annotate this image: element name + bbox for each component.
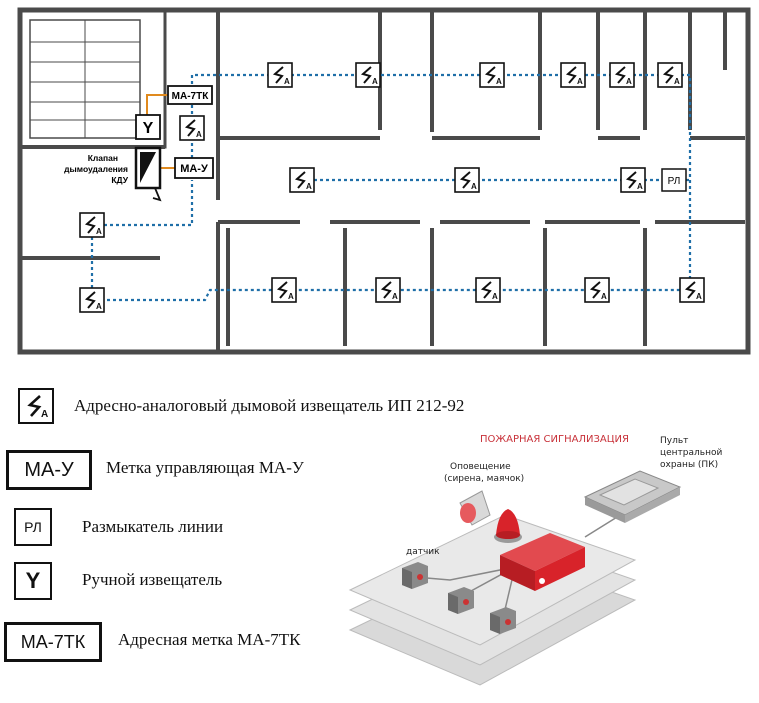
smoke-detector-icon: [609, 62, 635, 88]
smoke-detector-icon: [679, 277, 705, 303]
svg-text:МА-7ТК: МА-7ТК: [172, 91, 210, 102]
control-panel: [500, 533, 585, 591]
sensor-icon: [448, 587, 474, 614]
smoke-detector-icon: [79, 287, 105, 313]
legend-text: Метка управляющая МА-У: [106, 458, 304, 477]
fire-alarm-illustration: ПОЖАРНАЯ СИГНАЛИЗАЦИЯ: [348, 434, 722, 686]
smoke-valve: Клапан дымоудаления КДУ: [64, 146, 162, 202]
signal-line: [90, 73, 692, 302]
sensor-label: датчик: [406, 547, 440, 557]
legend-symbol: РЛ: [14, 508, 52, 546]
legend-text: Размыкатель линии: [82, 517, 224, 536]
sensor-icon: [402, 562, 428, 589]
mau-module: МА-У: [174, 157, 214, 179]
legend-symbol: МА-У: [6, 450, 92, 490]
smoke-detector-icon: [657, 62, 683, 88]
smoke-detector-icon: [620, 167, 646, 193]
smoke-detector-icon: [454, 167, 480, 193]
smoke-detector-icon: [79, 212, 105, 238]
legend-symbol: МА-7ТК: [4, 622, 102, 662]
valve-label-3: КДУ: [111, 175, 128, 185]
ma7tk-module: МА-7ТК: [167, 85, 213, 105]
central-console-icon: [583, 470, 682, 523]
legend-text: Адресно-аналоговый дымовой извещатель ИП…: [74, 396, 465, 415]
smoke-detector-icon: [179, 115, 205, 141]
smoke-detector-icon: [289, 167, 315, 193]
console-label-3: охраны (ПК): [660, 460, 718, 470]
smoke-detector-icon: [479, 62, 505, 88]
svg-text:A: A: [41, 409, 48, 420]
legend-symbol: Y: [14, 562, 52, 600]
building-walls: [17, 7, 751, 355]
manual-call-point: Y: [135, 114, 161, 140]
svg-text:МА-У: МА-У: [180, 163, 208, 175]
legend-text: Адресная метка МА-7ТК: [118, 630, 301, 649]
smoke-detector-icon: [475, 277, 501, 303]
console-label-2: центральной: [660, 448, 722, 458]
alert-label-2: (сирена, маячок): [444, 474, 524, 484]
smoke-detector-icon: [271, 277, 297, 303]
console-label-1: Пульт: [660, 436, 688, 446]
smoke-detector-icon: [355, 62, 381, 88]
valve-label-2: дымоудаления: [64, 164, 128, 174]
smoke-detector-icon: [560, 62, 586, 88]
siren-beacon-icon: [459, 490, 522, 543]
sensor-icon: [490, 607, 516, 634]
line-isolator: РЛ: [661, 168, 687, 192]
smoke-detector-icon: [375, 277, 401, 303]
smoke-detector-icon: A: [18, 388, 54, 424]
alert-label-1: Оповещение: [450, 462, 511, 472]
legend-text: Ручной извещатель: [82, 570, 223, 589]
smoke-detector-icon: [267, 62, 293, 88]
floor-plan: A: [17, 7, 751, 355]
diagram-title: ПОЖАРНАЯ СИГНАЛИЗАЦИЯ: [480, 434, 629, 445]
floor-plates: [348, 514, 637, 686]
svg-text:РЛ: РЛ: [668, 176, 681, 187]
svg-text:Y: Y: [143, 120, 154, 137]
smoke-detector-icon: [584, 277, 610, 303]
valve-label-1: Клапан: [88, 153, 118, 163]
